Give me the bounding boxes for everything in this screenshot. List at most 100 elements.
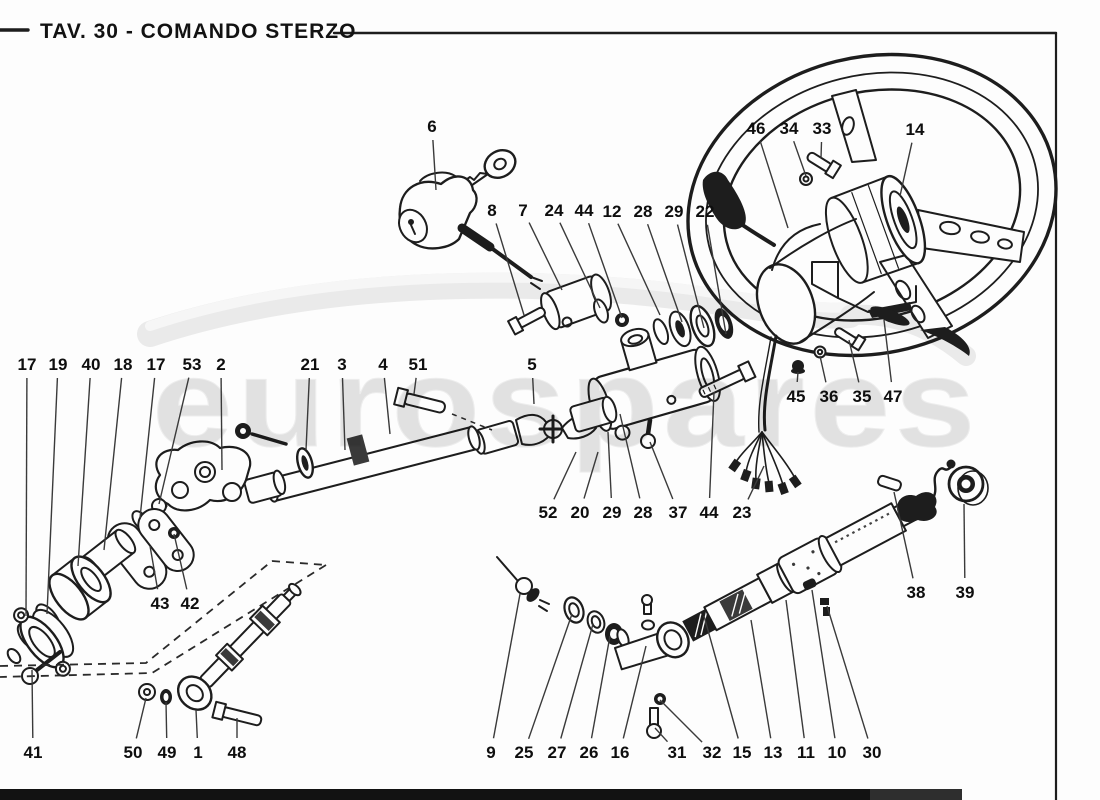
part-label-22: 22: [696, 202, 715, 221]
leader-line-10: [811, 589, 836, 739]
part-label-36: 36: [820, 387, 839, 406]
part-label-11: 11: [797, 743, 815, 762]
part-label-53: 53: [183, 355, 202, 374]
leader-line-17: [25, 377, 28, 617]
leader-line-39: [963, 503, 966, 579]
leader-line-8: [495, 223, 525, 316]
part-label-8: 8: [487, 201, 496, 220]
part-label-15: 15: [733, 743, 752, 762]
leader-line-53: [158, 377, 190, 505]
leader-line-47: [883, 319, 893, 383]
leader-line-30: [826, 605, 869, 739]
turn-signal-stalk: [702, 171, 746, 230]
key: [483, 148, 517, 180]
part-label-25: 25: [515, 743, 534, 762]
leader-line-7: [528, 222, 563, 291]
leader-line-35: [848, 339, 860, 383]
lower-shaft-drawing: [613, 459, 989, 739]
part-label-19: 19: [49, 355, 68, 374]
part-label-2: 2: [216, 355, 225, 374]
part-label-5: 5: [527, 355, 536, 374]
part-label-29: 29: [603, 503, 622, 522]
part-label-51: 51: [409, 355, 428, 374]
part-label-13: 13: [764, 743, 783, 762]
part-label-28: 28: [634, 503, 653, 522]
intermediate-shaft-drawing: [138, 582, 302, 727]
leader-line-20: [583, 451, 599, 499]
part-label-6: 6: [427, 117, 436, 136]
part-label-20: 20: [571, 503, 590, 522]
leader-line-26: [590, 635, 611, 739]
leader-line-13: [750, 619, 772, 739]
leader-line-18: [103, 377, 123, 551]
part-label-44: 44: [700, 503, 719, 522]
part-label-24: 24: [545, 201, 564, 220]
watermark: eurospares: [152, 332, 980, 473]
leader-line-6: [432, 139, 437, 191]
upper-u-joint-drawing: [472, 395, 618, 455]
bottom-bar: [0, 789, 962, 800]
bearing-rings-drawing: [652, 304, 734, 348]
leader-line-44: [587, 222, 623, 319]
coupling-stack-drawing: [6, 528, 137, 685]
leader-line-40: [77, 377, 91, 567]
leader-line-15: [703, 615, 739, 739]
part-label-34: 34: [780, 119, 799, 138]
part-label-14: 14: [906, 120, 925, 139]
leader-line-31: [654, 727, 669, 743]
part-label-30: 30: [863, 743, 882, 762]
leader-line-22: [706, 224, 727, 335]
leader-line-14: [899, 142, 913, 197]
part-label-48: 48: [228, 743, 247, 762]
leader-line-34: [793, 140, 807, 177]
wheel-hub: [824, 174, 927, 284]
leader-line-3: [341, 377, 346, 451]
leader-line-29: [676, 224, 705, 329]
part-label-41: 41: [24, 743, 43, 762]
part-label-46: 46: [747, 119, 766, 138]
probe-washers-drawing: [496, 556, 630, 648]
part-label-9: 9: [486, 743, 495, 762]
leader-line-49: [165, 701, 168, 739]
part-label-43: 43: [151, 594, 170, 613]
dashed-box: [0, 560, 327, 678]
leader-line-27: [560, 623, 594, 739]
leader-line-19: [46, 377, 59, 615]
leader-line-51: [413, 377, 417, 395]
leader-line-38: [893, 491, 914, 579]
leader-line-4: [383, 377, 391, 435]
leader-line-43: [149, 545, 159, 590]
leader-lines: [25, 139, 966, 743]
part-label-26: 26: [580, 743, 599, 762]
leader-line-42: [173, 533, 188, 590]
part-label-42: 42: [181, 594, 200, 613]
hub-clamp: [837, 261, 917, 313]
leader-line-33: [820, 141, 823, 159]
leader-line-2: [220, 377, 223, 471]
leader-line-46: [759, 141, 789, 229]
part-label-17: 17: [147, 355, 166, 374]
leader-line-9: [492, 593, 521, 739]
part-label-32: 32: [703, 743, 722, 762]
leader-line-44: [708, 391, 715, 499]
leader-line-24: [559, 222, 601, 309]
leader-line-28: [646, 223, 683, 323]
frame: [0, 28, 1058, 800]
leader-line-17: [139, 377, 156, 519]
leader-line-16: [622, 645, 647, 739]
part-label-1: 1: [193, 743, 202, 762]
part-label-47: 47: [884, 387, 903, 406]
part-label-49: 49: [158, 743, 177, 762]
part-label-10: 10: [828, 743, 847, 762]
part-label-31: 31: [668, 743, 687, 762]
wiper-stalk: [870, 306, 910, 326]
leader-line-32: [659, 699, 703, 743]
leader-line-5: [532, 377, 535, 405]
part-label-52: 52: [539, 503, 558, 522]
part-label-33: 33: [813, 119, 832, 138]
part-label-44: 44: [575, 201, 594, 220]
part-label-16: 16: [611, 743, 630, 762]
part-label-37: 37: [669, 503, 688, 522]
